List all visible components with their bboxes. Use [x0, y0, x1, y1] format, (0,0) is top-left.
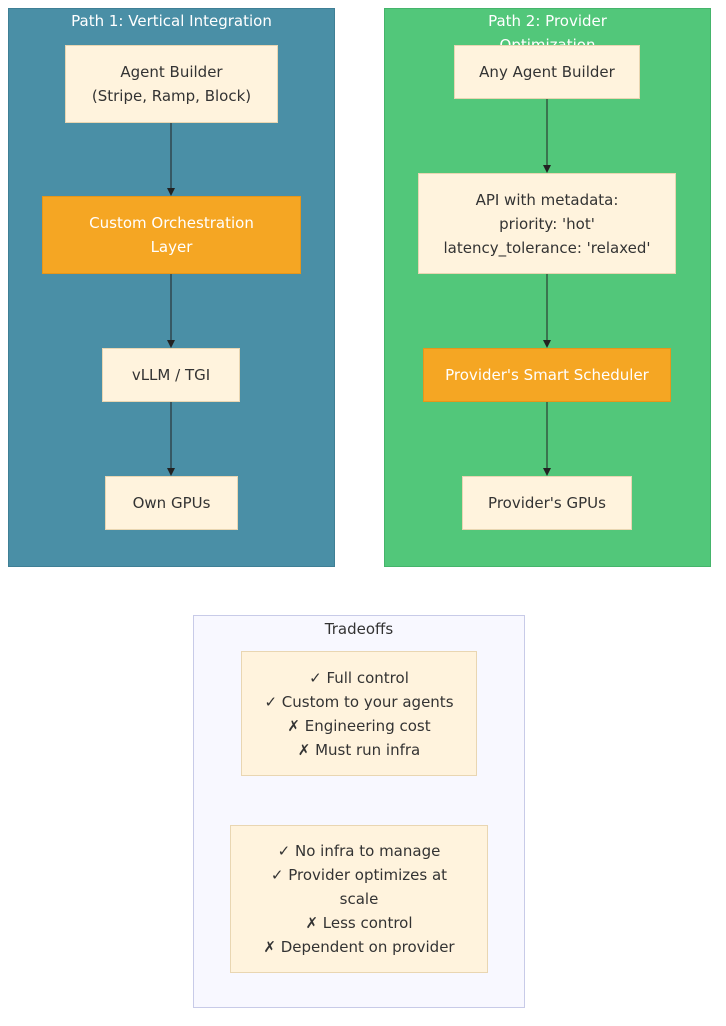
p2-gpus-label: Provider's GPUs	[488, 494, 606, 512]
p1-agent-builder-label: Agent Builder (Stripe, Ramp, Block)	[91, 63, 252, 105]
p2-scheduler-label: Provider's Smart Scheduler	[445, 366, 649, 384]
p2-gpus-node: Provider's GPUs	[462, 476, 632, 530]
p2-agent-builder-node: Any Agent Builder	[454, 45, 640, 99]
p1-runtime-node: vLLM / TGI	[102, 348, 240, 402]
path2-title-text: Path 2: Provider Optimization	[488, 12, 607, 45]
path1-title: Path 1: Vertical Integration	[71, 12, 272, 30]
p2-scheduler-node: Provider's Smart Scheduler	[423, 348, 671, 402]
tradeoff-path1-node: ✓ Full control ✓ Custom to your agents ✗…	[241, 651, 477, 776]
tradeoff-path1-label: ✓ Full control ✓ Custom to your agents ✗…	[264, 668, 454, 759]
p1-runtime-label: vLLM / TGI	[131, 366, 211, 384]
p1-gpus-label: Own GPUs	[132, 494, 211, 512]
p1-orchestration-node: Custom Orchestration Layer	[42, 196, 301, 274]
tradeoff-path2-node: ✓ No infra to manage ✓ Provider optimize…	[230, 825, 488, 973]
path2-title: Path 2: Provider Optimization	[385, 9, 710, 45]
tradeoffs-title: Tradeoffs	[324, 620, 394, 638]
tradeoff-path2-label: ✓ No infra to manage ✓ Provider optimize…	[263, 842, 455, 956]
p2-api-node: API with metadata: priority: 'hot' laten…	[418, 173, 676, 274]
p1-agent-builder-node: Agent Builder (Stripe, Ramp, Block)	[65, 45, 278, 123]
p1-orchestration-label: Custom Orchestration Layer	[89, 214, 254, 256]
p2-api-label: API with metadata: priority: 'hot' laten…	[443, 190, 651, 257]
p2-agent-builder-label: Any Agent Builder	[479, 63, 615, 81]
p1-gpus-node: Own GPUs	[105, 476, 238, 530]
